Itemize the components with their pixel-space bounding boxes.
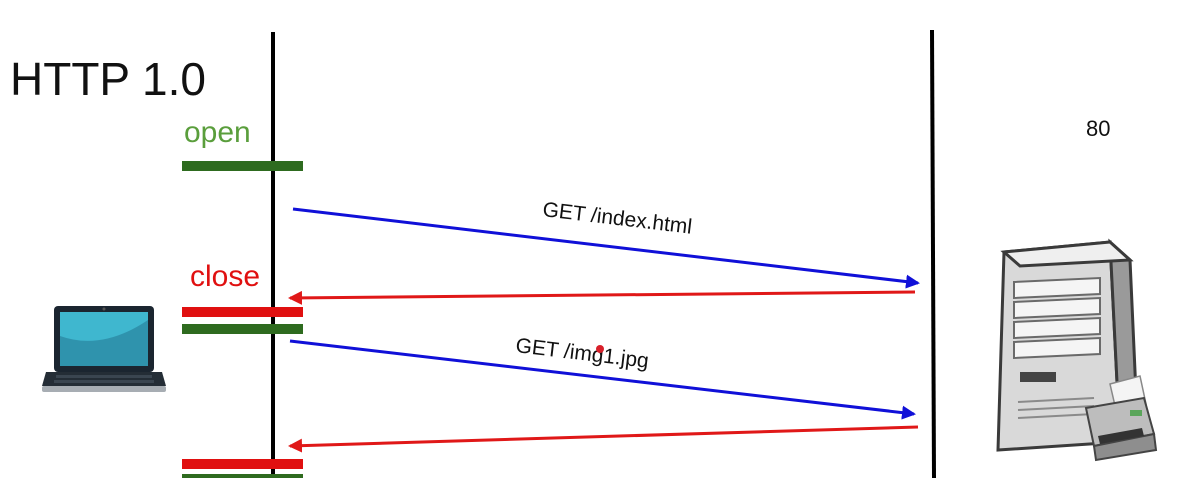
request-label: GET /index.html — [541, 198, 693, 239]
connection-open-bar — [182, 324, 303, 334]
server-lifeline — [930, 29, 936, 479]
request-arrow — [289, 339, 916, 420]
laptop-icon — [42, 306, 166, 392]
connection-open-bar — [182, 161, 303, 171]
port-label: 80 — [1086, 116, 1111, 141]
request-arrow — [292, 207, 920, 289]
request-label: GET /img1.jpg — [514, 334, 650, 373]
connection-open-bar — [182, 474, 303, 478]
pointer-dot — [596, 345, 604, 353]
connection-open-label: open — [184, 116, 251, 149]
connection-close-label: close — [190, 260, 261, 293]
connection-close-bar — [182, 307, 303, 317]
printer-icon — [1084, 375, 1158, 462]
response-arrow — [288, 425, 919, 453]
response-arrow — [288, 290, 916, 305]
diagram-title: HTTP 1.0 — [10, 53, 206, 105]
connection-close-bar — [182, 459, 303, 469]
